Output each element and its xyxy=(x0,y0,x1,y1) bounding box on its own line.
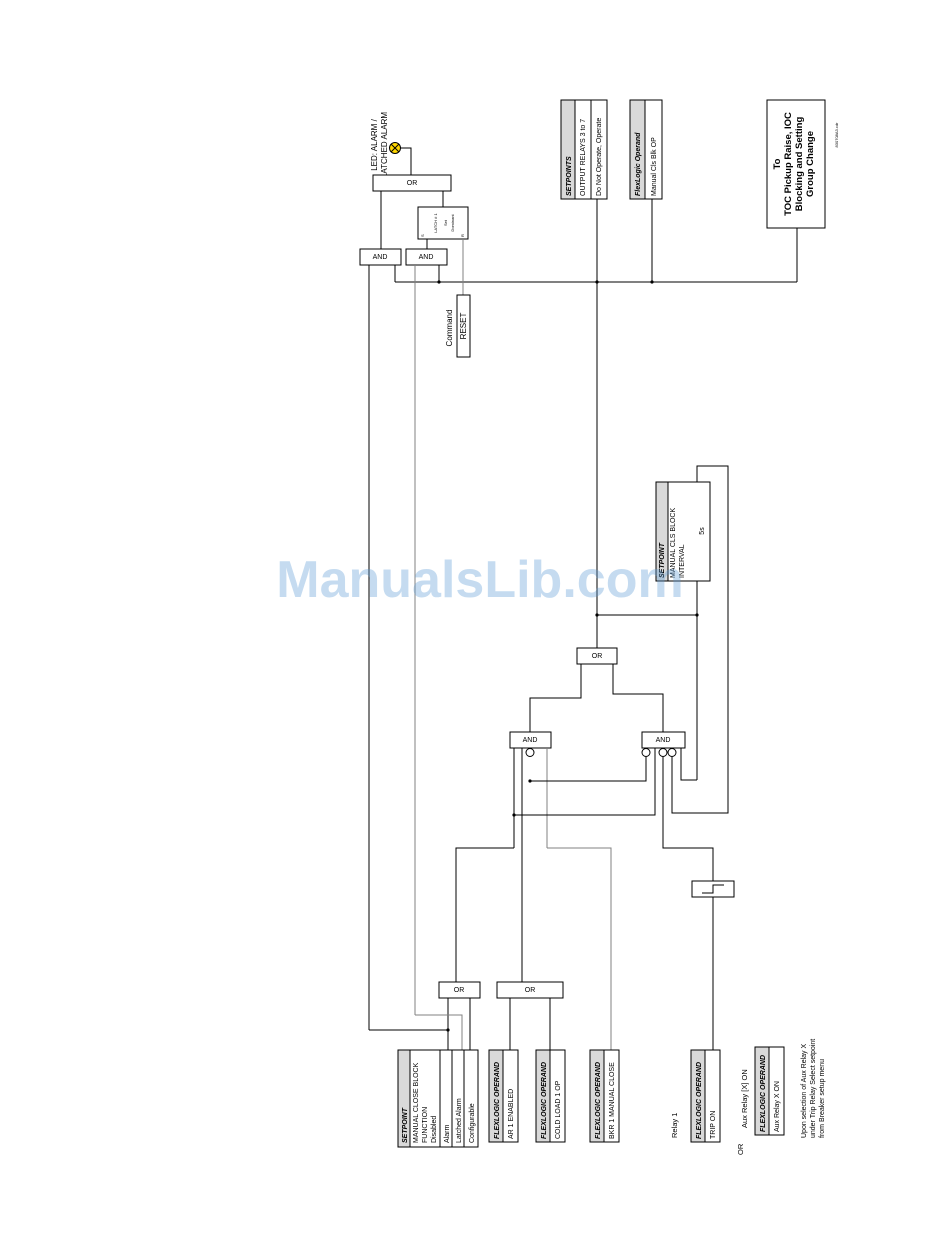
timer-header: SETPOINT xyxy=(659,542,666,578)
junction-dot xyxy=(650,280,654,284)
setpoint-option-alarm: Alarm xyxy=(444,1125,451,1143)
operand-aux-box xyxy=(768,1046,785,1136)
setpoint-func-line1: MANUAL CLOSE BLOCK xyxy=(413,1062,420,1143)
and-right-gate xyxy=(641,731,686,749)
setpoint-func-box xyxy=(409,1049,479,1148)
junction-dot xyxy=(695,613,699,617)
wire xyxy=(547,847,612,1050)
junction-dot xyxy=(528,779,532,783)
or-label: OR xyxy=(736,1143,745,1155)
reset-caption: Command xyxy=(445,310,454,347)
or-led-gate xyxy=(372,174,452,192)
flexlogic-top-box xyxy=(644,99,663,200)
wire xyxy=(455,847,514,982)
or-mid-gate xyxy=(576,647,618,665)
latch-label: LATCH # 1 xyxy=(433,212,438,232)
operand-aux-header: FLEXLOGIC OPERAND xyxy=(760,1055,767,1132)
timer-feedback-wire xyxy=(671,465,729,814)
setpoint-option-configurable: Configurable xyxy=(469,1103,476,1143)
operand-bkr-header: FLEXLOGIC OPERAND xyxy=(595,1062,602,1139)
operand-trip-box xyxy=(704,1049,721,1143)
setpoint-func-line2: FUNCTION xyxy=(422,1107,429,1143)
to-line3: Blocking and Setting xyxy=(794,117,805,212)
operand-trip-header: FLEXLOGIC OPERAND xyxy=(696,1062,703,1139)
junction-dot xyxy=(512,813,516,817)
and-b-gate xyxy=(405,248,448,266)
operand-ar-value: AR 1 ENABLED xyxy=(508,1089,515,1139)
operand-cold-value: COLD LOAD 1 OP xyxy=(555,1080,562,1139)
and-a-gate xyxy=(359,248,402,266)
led-line1: LED: ALARM / xyxy=(370,118,379,170)
operand-bkr-box xyxy=(603,1049,620,1143)
and-left-gate xyxy=(509,731,552,749)
inverter-bubble xyxy=(525,748,535,757)
timer-line2: INTERVAL xyxy=(679,544,686,578)
operand-ar-box xyxy=(502,1049,519,1143)
to-box xyxy=(766,99,826,229)
wire xyxy=(529,664,582,732)
led-line2: LATCHED ALARM xyxy=(380,112,389,178)
latch-sub2: Dominant xyxy=(450,214,455,232)
wire xyxy=(680,748,697,781)
latch-r: R xyxy=(460,234,465,237)
junction-dot xyxy=(446,1028,450,1032)
watermark-text: ManualsLib.com xyxy=(276,551,683,609)
flexlogic-top-line1: Manual Cls Blk OP xyxy=(651,137,658,196)
and-right-label: AND xyxy=(656,737,671,744)
wire xyxy=(514,748,656,816)
pulse-icon xyxy=(702,884,724,894)
note-line2: under Trip Relay Select setpoint xyxy=(810,1039,817,1138)
output-relays-header: SETPOINTS xyxy=(566,156,573,196)
or-led-label: OR xyxy=(407,180,418,187)
latch-sub1: Set xyxy=(443,219,448,226)
to-line2: TOC Pickup Raise, IOC xyxy=(783,112,794,216)
wire xyxy=(612,664,664,732)
latch-s: S xyxy=(420,234,425,237)
inverter-bubble xyxy=(658,748,668,757)
latch-box xyxy=(417,206,469,240)
wire xyxy=(415,1014,463,1050)
operand-cold-box xyxy=(549,1049,566,1143)
timer-value: 5s xyxy=(699,527,706,535)
or-bot1-gate xyxy=(438,981,481,999)
led-lamp-icon xyxy=(389,142,401,154)
wire xyxy=(530,757,647,782)
output-relays-line2: Do Not Operate, Operate xyxy=(596,118,603,196)
or-mid-label: OR xyxy=(592,653,603,660)
aux-relay-label: Aux Relay [X] ON xyxy=(740,1069,749,1128)
drawing-number: 830708A3.cdr xyxy=(834,122,839,148)
to-line4: Group Change xyxy=(805,131,816,197)
and-a-label: AND xyxy=(373,254,388,261)
setpoint-option-disabled: Disabled xyxy=(431,1116,438,1143)
and-b-label: AND xyxy=(419,254,434,261)
or-bot1-label: OR xyxy=(454,987,465,994)
operand-cold-header: FLEXLOGIC OPERAND xyxy=(541,1062,548,1139)
or-bot2-gate xyxy=(496,981,564,999)
setpoint-option-latched-alarm: Latched Alarm xyxy=(456,1098,463,1143)
operand-trip-value: TRIP ON xyxy=(710,1111,717,1139)
output-relays-line1: OUTPUT RELAYS 3 to 7 xyxy=(580,119,587,196)
operand-bkr-value: BKR 1 MANUAL CLOSE xyxy=(609,1062,616,1139)
relay1-label: Relay 1 xyxy=(670,1113,679,1138)
timer-box xyxy=(667,481,711,582)
reset-box[interactable] xyxy=(456,294,471,358)
led-wire xyxy=(400,147,412,175)
operand-ar-header: FLEXLOGIC OPERAND xyxy=(494,1062,501,1139)
wire xyxy=(662,757,714,881)
inverter-bubble xyxy=(641,748,651,757)
reset-label: RESET xyxy=(459,313,468,340)
flexlogic-top-header: FlexLogic Operand xyxy=(635,132,642,196)
setpoint-func-header: SETPOINT xyxy=(402,1107,409,1143)
or-bot2-label: OR xyxy=(525,987,536,994)
and-left-label: AND xyxy=(523,737,538,744)
inverter-bubble xyxy=(667,748,677,757)
timer-line1: MANUAL CLS BLOCK xyxy=(670,508,677,578)
operand-aux-value: Aux Relay X ON xyxy=(774,1081,781,1132)
note-line1: Upon selection of Aux Relay X xyxy=(801,1044,808,1138)
to-line1: To xyxy=(772,158,783,169)
note-line3: from Breaker setup menu xyxy=(819,1059,826,1138)
